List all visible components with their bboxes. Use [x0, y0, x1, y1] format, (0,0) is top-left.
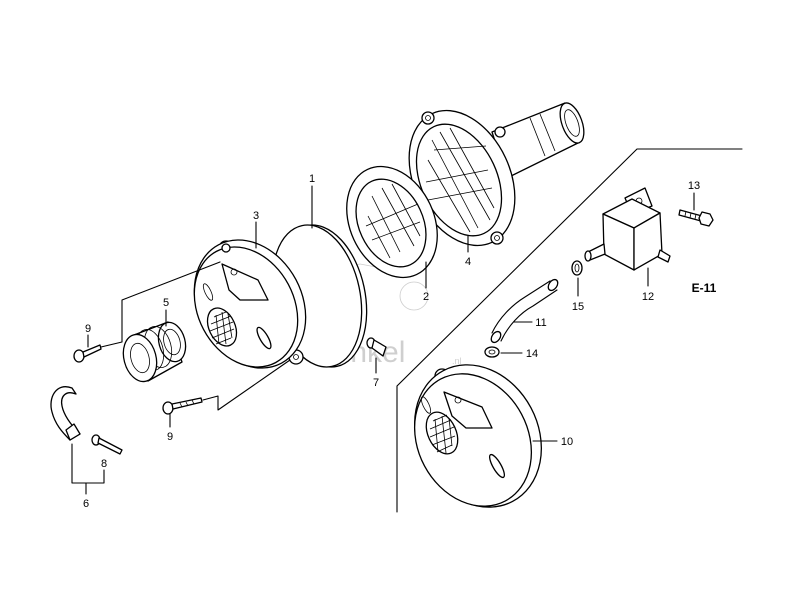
- part-13-bolt: [678, 209, 714, 227]
- callout-1: 1: [309, 173, 315, 185]
- callout-10: 10: [561, 436, 573, 448]
- callout-12: 12: [642, 291, 654, 303]
- section-divider: [396, 148, 743, 513]
- section-reference: E-11: [692, 281, 717, 295]
- part-14-hose-clip: [484, 346, 500, 358]
- callout-labels: 1 2 3 4 5 6 7 8 9 9 10 11 12 13 14 15 E-…: [83, 173, 717, 510]
- part-9-bolt-upper: [73, 344, 102, 363]
- watermark-suffix: .nl: [452, 356, 462, 366]
- callout-5: 5: [163, 297, 169, 309]
- part-15-ring: [571, 260, 583, 276]
- callout-4: 4: [465, 256, 471, 268]
- callout-7: 7: [373, 377, 379, 389]
- assembly-line-upper: [100, 261, 221, 348]
- part-12-breather-chamber: [584, 187, 671, 271]
- part-4-housing: [408, 102, 585, 247]
- callout-15: 15: [572, 301, 584, 313]
- part-3-cover: [193, 239, 307, 369]
- assembly-line-lower: [202, 359, 291, 411]
- callout-leaders: [71, 185, 695, 495]
- part-8-screw: [91, 434, 123, 455]
- callout-14: 14: [526, 348, 538, 360]
- callout-8: 8: [101, 458, 107, 470]
- part-2-grille-ring: [346, 165, 438, 279]
- callout-2: 2: [423, 291, 429, 303]
- callout-6: 6: [83, 498, 89, 510]
- part-11-breather-hose: [490, 278, 559, 344]
- callout-3: 3: [253, 210, 259, 222]
- callout-9-lower: 9: [167, 431, 173, 443]
- callout-13: 13: [688, 180, 700, 192]
- part-7-bolt: [366, 337, 387, 357]
- part-6-band-clamp: [50, 386, 81, 441]
- part-5-connecting-tube: [122, 321, 187, 383]
- part-10-cover: [413, 364, 543, 508]
- callout-9-upper: 9: [85, 323, 91, 335]
- part-9-bolt-lower: [162, 397, 203, 415]
- callout-11: 11: [535, 317, 546, 329]
